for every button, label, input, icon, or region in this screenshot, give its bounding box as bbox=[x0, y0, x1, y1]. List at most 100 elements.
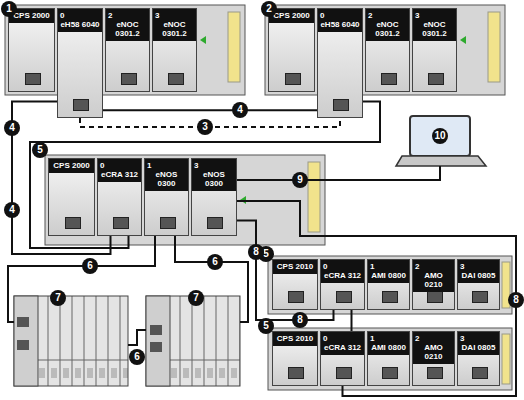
module-label: AMO 0210 bbox=[415, 271, 452, 289]
callout-number: 5 bbox=[32, 142, 48, 158]
slot-number: 0 bbox=[320, 11, 360, 20]
module-header: 0eCRA 312 bbox=[98, 159, 141, 182]
ethernet-cable bbox=[237, 201, 516, 396]
callout-number: 6 bbox=[82, 258, 98, 274]
island-port bbox=[150, 342, 162, 352]
callout-number: 6 bbox=[207, 254, 223, 270]
rack-label bbox=[308, 162, 320, 232]
module-card: 1AMI 0800 bbox=[367, 331, 410, 386]
module-header: 3eNOC 0301.2 bbox=[153, 9, 196, 41]
module-header: 3DAI 0805 bbox=[458, 260, 499, 283]
module-card: 0eH58 6040 bbox=[57, 8, 103, 118]
module-card: 3eNOC 0301.2 bbox=[412, 8, 457, 92]
module-label: eNOC 0301.2 bbox=[155, 20, 194, 38]
module-label: eH58 6040 bbox=[320, 20, 360, 29]
rack bbox=[268, 256, 512, 314]
module-label: eNOC 0301.2 bbox=[108, 20, 147, 38]
module-card: 3eNOS 0300 bbox=[191, 158, 237, 236]
module-card: 1AMI 0800 bbox=[367, 259, 410, 310]
slot-number: 2 bbox=[415, 334, 452, 343]
module-card: CPS 2010 bbox=[272, 331, 318, 386]
module-card: 1eNOS 0300 bbox=[144, 158, 189, 236]
laptop-base bbox=[396, 156, 486, 166]
module-label: eCRA 312 bbox=[323, 271, 362, 280]
module-header: 3DAI 0805 bbox=[458, 332, 499, 355]
module-header: 1eNOS 0300 bbox=[145, 159, 188, 191]
callout-number: 1 bbox=[1, 1, 17, 17]
island-head bbox=[14, 296, 38, 386]
callout-number: 4 bbox=[4, 202, 20, 218]
callout-number: 4 bbox=[232, 102, 248, 118]
module-label: AMI 0800 bbox=[370, 343, 407, 352]
module-header: 3eNOC 0301.2 bbox=[413, 9, 456, 41]
callout-number: 2 bbox=[261, 1, 277, 17]
module-card: 3DAI 0805 bbox=[457, 331, 500, 386]
island-port bbox=[17, 340, 29, 350]
ethernet-cable bbox=[12, 102, 111, 255]
laptop-screen bbox=[410, 116, 470, 156]
rack bbox=[5, 5, 245, 95]
island-port bbox=[150, 325, 162, 335]
callout-number: 9 bbox=[292, 172, 308, 188]
module-card: 0eH58 6040 bbox=[317, 8, 363, 118]
module-card: 0eCRA 312 bbox=[320, 331, 365, 386]
module-label: eNOS 0300 bbox=[147, 170, 186, 188]
module-card: CPS 2000 bbox=[268, 8, 315, 92]
ethernet-cable bbox=[128, 330, 146, 345]
callout-number: 5 bbox=[258, 318, 274, 334]
ethernet-cable bbox=[175, 236, 248, 322]
rack-label bbox=[228, 12, 240, 82]
module-label: CPS 2010 bbox=[275, 334, 315, 343]
ethernet-cable bbox=[103, 109, 317, 111]
ethernet-cable bbox=[237, 166, 440, 180]
module-header: 3eNOS 0300 bbox=[192, 159, 236, 191]
slot-number: 3 bbox=[155, 11, 194, 20]
island-port bbox=[17, 317, 29, 327]
module-label: CPS 2010 bbox=[275, 262, 315, 271]
rack-label bbox=[502, 334, 510, 384]
module-card: CPS 2000 bbox=[8, 8, 55, 92]
module-label: AMI 0800 bbox=[370, 271, 407, 280]
slot-number: 2 bbox=[368, 11, 407, 20]
slot-number: 0 bbox=[100, 161, 139, 170]
slot-number: 3 bbox=[415, 11, 454, 20]
module-header: CPS 2010 bbox=[273, 332, 317, 346]
ethernet-cable bbox=[30, 102, 380, 249]
slot-number: 3 bbox=[460, 334, 497, 343]
module-header: 0eCRA 312 bbox=[321, 260, 364, 283]
callout-number: 10 bbox=[432, 128, 448, 144]
module-label: DAI 0805 bbox=[460, 343, 497, 352]
module-card: 0eCRA 312 bbox=[320, 259, 365, 310]
island-head bbox=[146, 296, 170, 386]
ethernet-cable bbox=[351, 310, 353, 331]
module-header: 2eNOC 0301.2 bbox=[366, 9, 409, 41]
module-label: eNOC 0301.2 bbox=[415, 20, 454, 38]
module-card: 3DAI 0805 bbox=[457, 259, 500, 310]
module-header: 2AMO 0210 bbox=[413, 260, 454, 292]
module-label: CPS 2000 bbox=[271, 11, 312, 20]
slot-number: 1 bbox=[147, 161, 186, 170]
slot-number: 3 bbox=[194, 161, 234, 170]
module-label: CPS 2000 bbox=[11, 11, 52, 20]
callout-number: 3 bbox=[197, 119, 213, 135]
module-card: 2eNOC 0301.2 bbox=[105, 8, 150, 92]
module-label: eH58 6040 bbox=[60, 20, 100, 29]
callout-number: 6 bbox=[129, 349, 145, 365]
callout-number: 4 bbox=[4, 120, 20, 136]
module-header: 1AMI 0800 bbox=[368, 332, 409, 355]
module-label: DAI 0805 bbox=[460, 271, 497, 280]
module-card: 2AMO 0210 bbox=[412, 331, 455, 386]
slot-number: 0 bbox=[323, 262, 362, 271]
module-label: eNOS 0300 bbox=[194, 170, 234, 188]
module-header: 0eH58 6040 bbox=[318, 9, 362, 32]
slot-number: 1 bbox=[370, 262, 407, 271]
callout-number: 8 bbox=[508, 292, 524, 308]
module-card: 3eNOC 0301.2 bbox=[152, 8, 197, 92]
callout-number: 8 bbox=[292, 312, 308, 328]
module-label: eNOC 0301.2 bbox=[368, 20, 407, 38]
module-card: CPS 2010 bbox=[272, 259, 318, 310]
slot-number: 2 bbox=[415, 262, 452, 271]
module-header: CPS 2000 bbox=[49, 159, 94, 173]
rack-label bbox=[488, 12, 500, 82]
module-card: 2eNOC 0301.2 bbox=[365, 8, 410, 92]
